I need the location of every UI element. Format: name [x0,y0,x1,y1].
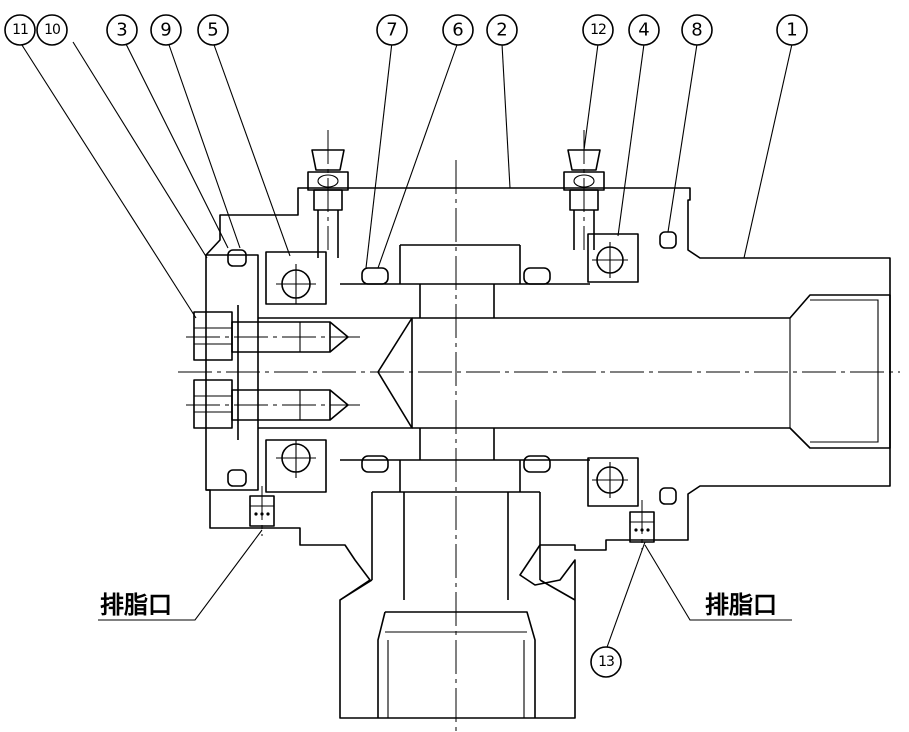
balloon-9: 9 [150,14,182,46]
bearing-left-lower [265,439,327,493]
balloon-9-label: 9 [160,20,171,41]
balloon-6: 6 [442,14,474,46]
balloon-1-label: 1 [786,20,797,41]
balloon-7: 7 [376,14,408,46]
drain-plug-left [249,486,275,536]
bearing-right-upper [587,233,639,283]
drain-port-label-left: 排脂口 [100,591,172,619]
balloon-11-label: 11 [12,22,28,38]
leader-lines [19,41,793,651]
rotor-shaft [257,294,891,449]
bearing-left-upper [265,251,327,305]
o-rings [227,231,677,505]
balloon-8-label: 8 [691,20,702,41]
balloon-11: 11 [4,14,36,46]
cap-bolt-lower [186,379,360,429]
end-cover [206,254,259,491]
balloon-1: 1 [776,14,808,46]
drain-plug-right [629,500,655,550]
balloon-2-label: 2 [496,20,507,41]
balloon-12: 12 [582,14,614,46]
grease-nipple-right [563,149,605,250]
balloon-2: 2 [486,14,518,46]
balloon-5-label: 5 [207,20,218,41]
balloon-4: 4 [628,14,660,46]
balloon-7-label: 7 [386,20,397,41]
grease-nipple-left [307,149,349,258]
balloon-3: 3 [106,14,138,46]
balloon-8: 8 [681,14,713,46]
drain-port-label-right: 排脂口 [705,591,777,619]
balloon-6-label: 6 [452,20,463,41]
balloon-12-label: 12 [590,22,606,38]
balloon-13: 13 [590,646,622,678]
balloon-3-label: 3 [116,20,127,41]
balloon-10-label: 10 [44,22,60,38]
bearing-right-lower [587,457,639,507]
balloon-13-label: 13 [598,654,614,670]
balloon-10: 10 [36,14,68,46]
cap-bolt-upper [186,311,360,361]
balloon-4-label: 4 [638,20,649,41]
balloon-5: 5 [197,14,229,46]
housing [205,187,891,719]
